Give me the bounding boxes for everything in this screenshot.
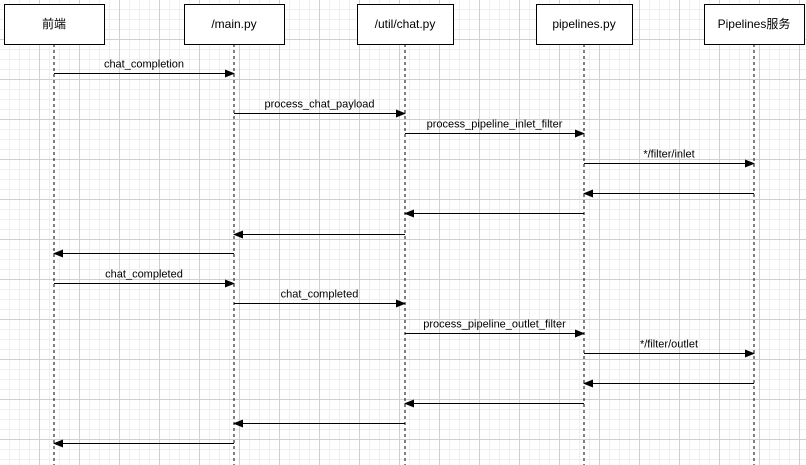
message-arrow[interactable]: */filter/outlet (584, 339, 755, 358)
participant-pipelines[interactable]: pipelines.py (536, 4, 633, 45)
message-label: chat_completed (105, 269, 183, 281)
participant-chat[interactable]: /util/chat.py (357, 4, 454, 45)
message-arrow[interactable]: process_pipeline_inlet_filter (405, 119, 585, 138)
message-label: process_chat_payload (264, 99, 374, 111)
message-label: chat_completion (104, 59, 184, 71)
message-arrow[interactable]: chat_completion (54, 59, 235, 78)
participant-box[interactable] (4, 4, 105, 45)
participant-box[interactable] (536, 4, 633, 45)
participant-label: /main.py (211, 17, 256, 31)
participant-boxes: 前端/main.py/util/chat.py pipelines.py Pipel… (4, 4, 805, 45)
message-label: */filter/outlet (640, 339, 698, 351)
message-arrow[interactable]: process_pipeline_outlet_filter (405, 319, 585, 338)
message-label: chat_completed (281, 289, 359, 301)
message-label: */filter/inlet (643, 149, 694, 161)
message-arrow[interactable]: chat_completed (234, 289, 406, 308)
message-arrow[interactable]: chat_completed (54, 269, 235, 288)
participant-service[interactable]: Pipelines服务 (704, 4, 805, 45)
participant-main[interactable]: /main.py (184, 4, 285, 45)
participant-frontend[interactable]: 前端 (4, 4, 105, 45)
participant-box[interactable] (704, 4, 805, 45)
lifelines (53, 44, 755, 465)
participant-label: Pipelines服务 (718, 16, 791, 31)
participant-box[interactable] (184, 4, 285, 45)
participant-label: pipelines.py (552, 17, 615, 31)
message-arrow[interactable]: */filter/inlet (584, 149, 755, 168)
participant-label: /util/chat.py (375, 17, 436, 31)
messages: chat_completion process_chat_payloadproce… (53, 59, 755, 448)
message-label: process_pipeline_inlet_filter (427, 119, 563, 131)
participant-box[interactable] (357, 4, 454, 45)
message-label: process_pipeline_outlet_filter (423, 319, 566, 331)
message-arrow[interactable]: process_chat_payload (234, 99, 406, 118)
participant-label: 前端 (42, 16, 66, 31)
